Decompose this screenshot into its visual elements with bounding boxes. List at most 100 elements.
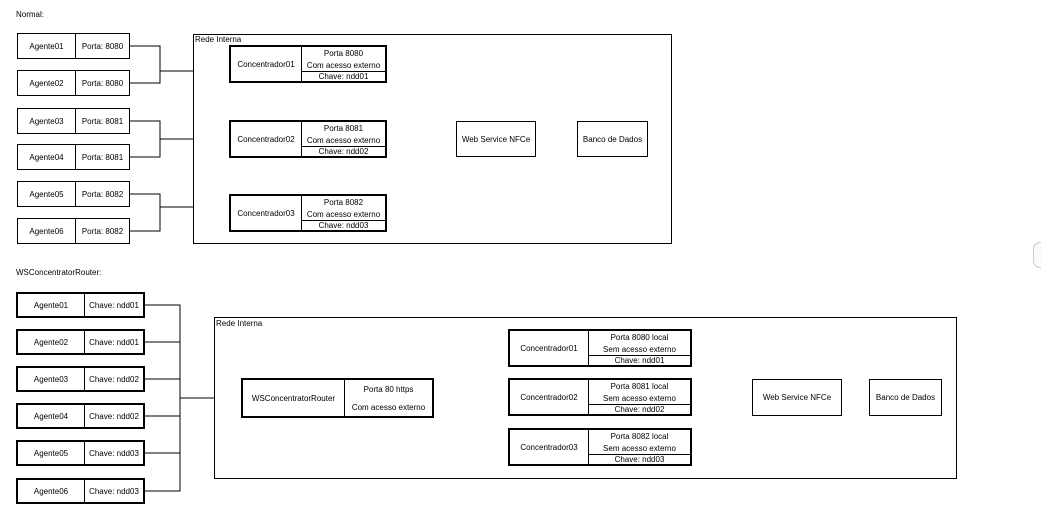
agent-box: Agente04 Chave: ndd02: [16, 403, 145, 429]
concentrator-key: Chave: ndd03: [318, 220, 369, 230]
agent-box: Agente01 Porta: 8080: [17, 33, 130, 59]
divider: [75, 219, 76, 243]
router-port: Porta 80 https: [363, 384, 414, 394]
agent-port: Porta: 8080: [81, 41, 124, 51]
agent-port: Porta: 8081: [81, 116, 124, 126]
concentrator-key: Chave: ndd01: [614, 355, 665, 365]
concentrator-name: Concentrador03: [237, 208, 295, 218]
divider: [588, 380, 589, 414]
concentrator-port: Porta 8082 local: [610, 431, 669, 441]
agent-key: Chave: ndd02: [89, 411, 139, 421]
concentrator-access: Com acesso externo: [306, 209, 381, 219]
agent-key: Chave: ndd01: [89, 300, 139, 310]
section-title-normal: Normal:: [16, 10, 45, 19]
scroll-handle[interactable]: [1033, 242, 1041, 268]
concentrator-box: Concentrador01 Porta 8080 local Sem aces…: [508, 329, 692, 367]
agent-name: Agente03: [29, 116, 64, 126]
concentrator-name: Concentrador01: [237, 59, 295, 69]
agent-box: Agente05 Chave: ndd03: [16, 440, 145, 466]
agent-name: Agente06: [33, 486, 69, 496]
agent-box: Agente04 Porta: 8081: [17, 144, 130, 170]
concentrator-name: Concentrador01: [520, 343, 578, 353]
agent-name: Agente02: [29, 78, 64, 88]
agent-port: Porta: 8082: [81, 226, 124, 236]
rede-interna-label: Rede Interna: [195, 35, 242, 44]
concentrator-box: Concentrador02 Porta 8081 local Sem aces…: [508, 378, 692, 416]
divider: [301, 196, 302, 230]
agent-box: Agente03 Porta: 8081: [17, 108, 130, 134]
divider: [301, 47, 302, 81]
agent-name: Agente05: [33, 448, 69, 458]
divider: [302, 220, 385, 221]
section-title-router: WSConcentratorRouter:: [16, 268, 102, 277]
agent-box: Agente02 Chave: ndd01: [16, 329, 145, 355]
agent-port: Porta: 8082: [81, 189, 124, 199]
agent-box: Agente01 Chave: ndd01: [16, 292, 145, 318]
divider: [75, 182, 76, 206]
router-box: WSConcentratorRouter Porta 80 https Com …: [241, 378, 434, 418]
concentrator-name: Concentrador02: [237, 134, 295, 144]
agent-key: Chave: ndd02: [89, 374, 139, 384]
divider: [75, 71, 76, 95]
divider: [75, 34, 76, 58]
concentrator-key: Chave: ndd03: [614, 454, 665, 464]
web-service-label: Web Service NFCe: [461, 134, 531, 144]
divider: [344, 380, 345, 416]
concentrator-access: Sem acesso externo: [603, 344, 676, 354]
concentrator-port: Porta 8082: [323, 197, 364, 207]
concentrator-box: Concentrador03 Porta 8082 Com acesso ext…: [229, 194, 387, 232]
agent-box: Agente02 Porta: 8080: [17, 70, 130, 96]
agent-key: Chave: ndd03: [89, 486, 139, 496]
concentrator-box: Concentrador03 Porta 8082 local Sem aces…: [508, 428, 692, 466]
concentrator-key: Chave: ndd02: [614, 404, 665, 414]
concentrator-box: Concentrador01 Porta 8080 Com acesso ext…: [229, 45, 387, 83]
divider: [84, 294, 85, 316]
web-service-box: Web Service NFCe: [456, 121, 536, 157]
agent-name: Agente05: [29, 189, 64, 199]
agent-box: Agente06 Chave: ndd03: [16, 478, 145, 504]
agent-port: Porta: 8080: [81, 78, 124, 88]
divider: [302, 146, 385, 147]
divider: [84, 331, 85, 353]
concentrator-key: Chave: ndd01: [318, 71, 369, 81]
concentrator-access: Sem acesso externo: [603, 443, 676, 453]
divider: [301, 122, 302, 156]
concentrator-port: Porta 8080 local: [610, 332, 669, 342]
database-label: Banco de Dados: [582, 134, 643, 144]
divider: [589, 454, 690, 455]
divider: [589, 404, 690, 405]
agent-name: Agente04: [29, 152, 64, 162]
concentrator-key: Chave: ndd02: [318, 146, 369, 156]
router-name: WSConcentratorRouter: [251, 393, 336, 403]
agent-name: Agente01: [29, 41, 64, 51]
divider: [588, 430, 589, 464]
concentrator-access: Com acesso externo: [306, 60, 381, 70]
agent-box: Agente03 Chave: ndd02: [16, 366, 145, 392]
concentrator-port: Porta 8080: [323, 48, 364, 58]
router-access: Com acesso externo: [351, 402, 426, 412]
database-box: Banco de Dados: [577, 121, 648, 157]
divider: [302, 71, 385, 72]
concentrator-name: Concentrador02: [520, 392, 578, 402]
agent-name: Agente04: [33, 411, 69, 421]
divider: [84, 442, 85, 464]
divider: [75, 109, 76, 133]
concentrator-box: Concentrador02 Porta 8081 Com acesso ext…: [229, 120, 387, 158]
rede-interna-label: Rede Interna: [216, 319, 263, 328]
concentrator-port: Porta 8081: [323, 123, 364, 133]
agent-box: Agente05 Porta: 8082: [17, 181, 130, 207]
agent-key: Chave: ndd01: [89, 337, 139, 347]
divider: [588, 331, 589, 365]
divider: [84, 368, 85, 390]
divider: [84, 480, 85, 502]
agent-name: Agente06: [29, 226, 64, 236]
concentrator-access: Com acesso externo: [306, 135, 381, 145]
concentrator-port: Porta 8081 local: [610, 381, 669, 391]
concentrator-access: Sem acesso externo: [603, 393, 676, 403]
divider: [75, 145, 76, 169]
divider: [84, 405, 85, 427]
divider: [589, 355, 690, 356]
web-service-box: Web Service NFCe: [752, 379, 842, 416]
agent-box: Agente06 Porta: 8082: [17, 218, 130, 244]
concentrator-name: Concentrador03: [520, 442, 578, 452]
